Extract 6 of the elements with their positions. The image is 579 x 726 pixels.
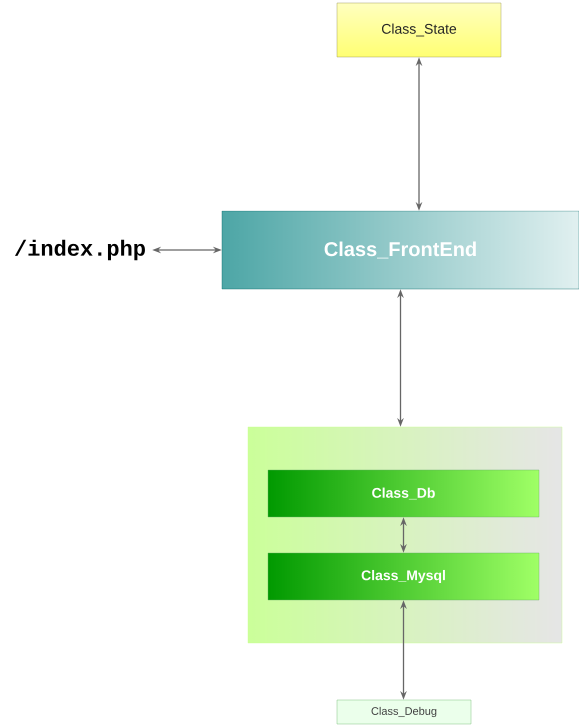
class-box: Class_FrontEnd [222, 210, 579, 290]
class-box: Class_Debug [336, 700, 472, 724]
class-box: Class_Mysql [268, 552, 540, 600]
class-box: Class_State [336, 2, 502, 58]
class-box: Class_Db [268, 470, 540, 518]
file-label: /index.php [14, 240, 145, 260]
